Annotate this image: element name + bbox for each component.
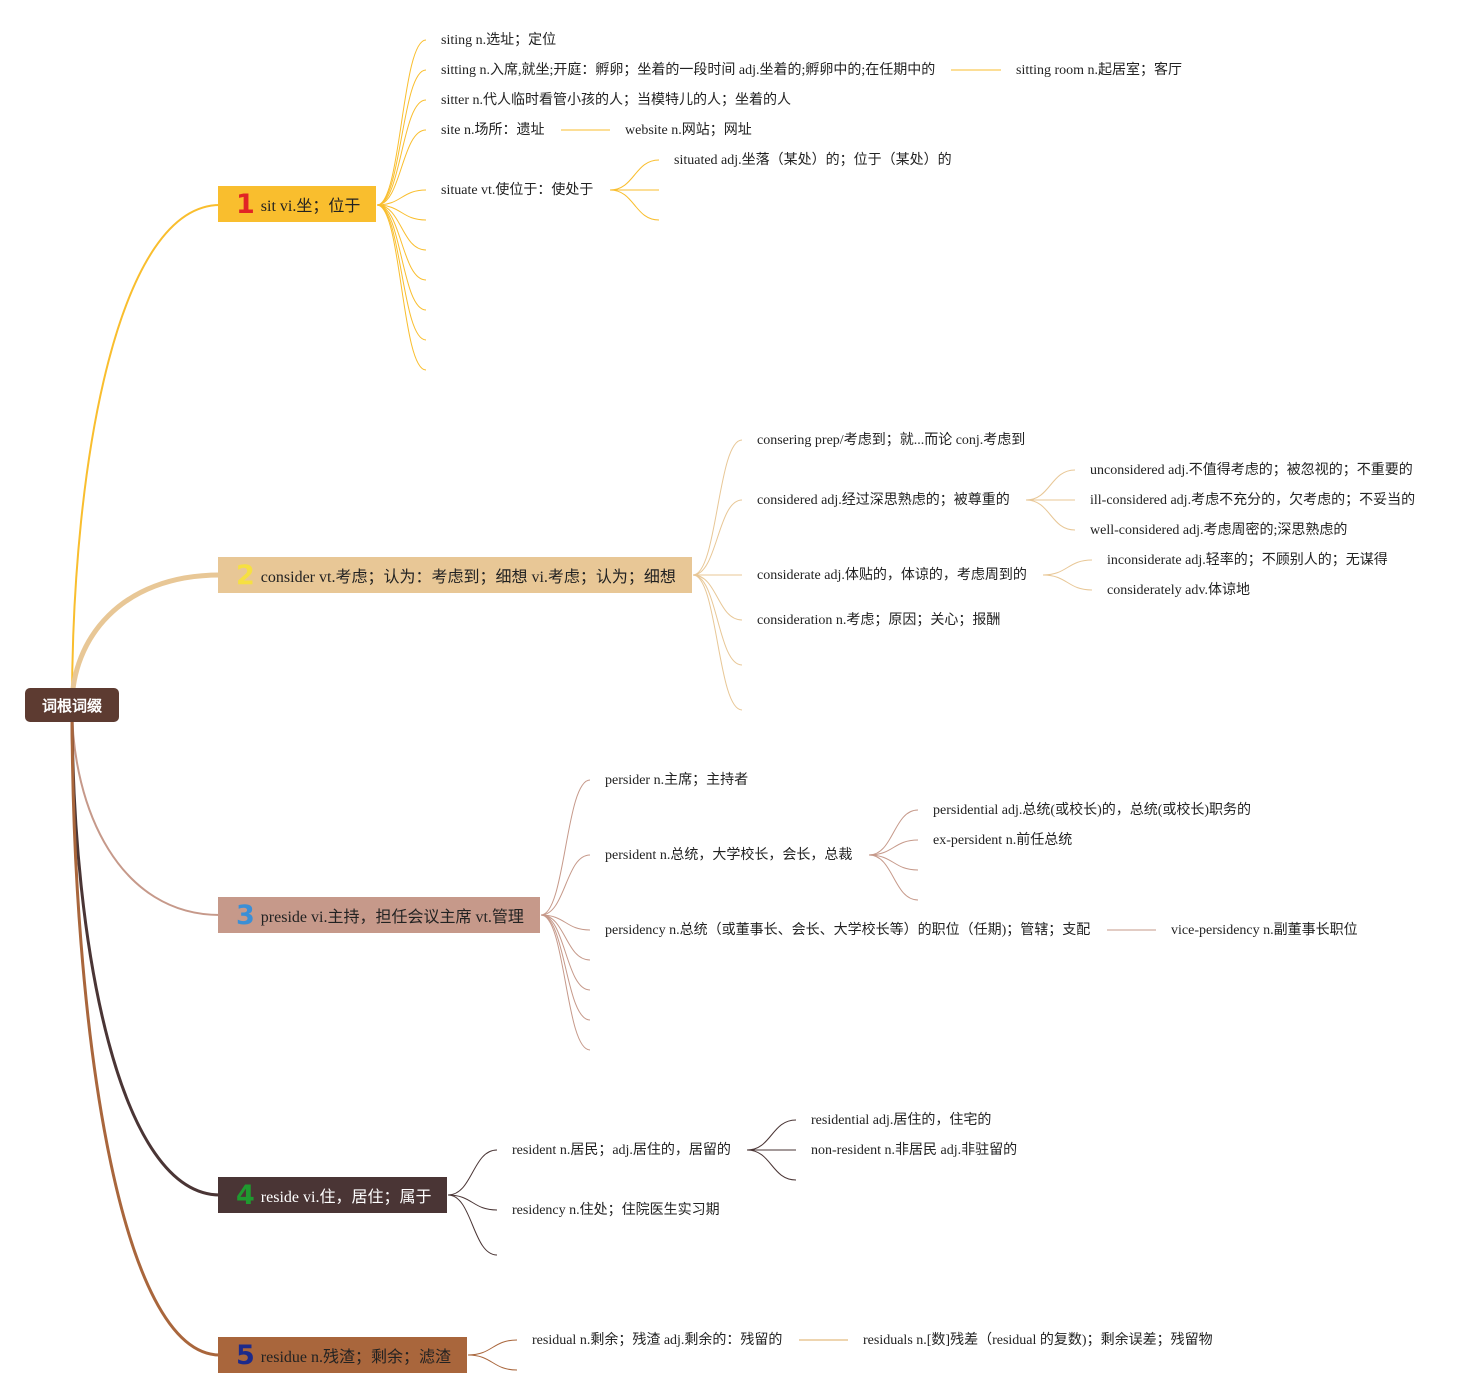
link-considered-2 [1025, 499, 1076, 531]
branch-label: reside vi.住，居住；属于 [260, 1189, 432, 1206]
node-considerate[interactable]: considerate adj.体贴的，体谅的，考虑周到的 [757, 568, 1027, 583]
node-resident[interactable]: resident n.居民；adj.居住的，居留的 [512, 1143, 731, 1158]
branch-preside[interactable]: 3 preside vi.主持，担任会议主席 vt.管理 [218, 897, 540, 933]
link-sit-3 [376, 129, 427, 206]
branch-residue[interactable]: 5 residue n.残渣；剩余；滤渣 [218, 1337, 467, 1373]
branch-number-2: 2 [236, 559, 255, 591]
link-sit-8 [376, 204, 427, 311]
node-considered[interactable]: considered adj.经过深思熟虑的；被尊重的 [757, 493, 1010, 508]
link-sit-4 [376, 189, 427, 206]
node-website[interactable]: website n.网站；网址 [625, 123, 752, 138]
branch-number-1: 1 [236, 188, 255, 220]
node-vice-persidency[interactable]: vice-persidency n.副董事长职位 [1171, 923, 1358, 938]
link-sit-0 [376, 39, 427, 206]
node-consering[interactable]: consering prep/考虑到；就...而论 conj.考虑到 [757, 433, 1026, 448]
node-residuals[interactable]: residuals n.[数]残差（residual 的复数)；剩余误差；残留物 [863, 1333, 1213, 1348]
link-preside-4 [540, 914, 591, 991]
link-sit-2 [376, 99, 427, 206]
node-considerately[interactable]: considerately adv.体谅地 [1107, 583, 1250, 598]
branch-number-5: 5 [236, 1339, 255, 1371]
link-consider-1 [692, 499, 743, 576]
link-considerate-1 [1042, 574, 1093, 591]
branch-label: residue n.残渣；剩余；滤渣 [260, 1349, 452, 1366]
link-sit-1 [376, 69, 427, 206]
root-link-consider [69, 572, 221, 706]
branch-reside[interactable]: 4 reside vi.住，居住；属于 [218, 1177, 447, 1213]
branch-label: consider vt.考虑；认为：考虑到；细想 vi.考虑；认为；细想 [260, 569, 676, 586]
link-residue-0 [467, 1339, 518, 1356]
node-ill-considered[interactable]: ill-considered adj.考虑不充分的，欠考虑的；不妥当的 [1090, 493, 1416, 508]
link-preside-0 [540, 779, 591, 916]
link-consider-0 [692, 439, 743, 576]
branch-label: sit vi.坐；位于 [260, 198, 361, 215]
link-sit-7 [376, 204, 427, 281]
root-label: 词根词缀 [41, 696, 102, 715]
link-resident-2 [746, 1149, 797, 1181]
node-persident[interactable]: persident n.总统，大学校长，会长，总裁 [605, 848, 853, 863]
link-persident-0 [868, 809, 919, 856]
link-situate-0 [609, 159, 660, 191]
link-consider-4 [692, 574, 743, 666]
root-link-reside [70, 704, 221, 1197]
node-persider[interactable]: persider n.主席；主持者 [605, 773, 749, 788]
link-considered-0 [1025, 469, 1076, 501]
root-link-residue [70, 704, 221, 1357]
branch-sit[interactable]: 1 sit vi.坐；位于 [218, 186, 376, 222]
link-consider-5 [692, 574, 743, 711]
node-sitting[interactable]: sitting n.入席,就坐;开庭：孵卵；坐着的一段时间 adj.坐着的;孵卵… [441, 63, 936, 78]
link-residue-1 [467, 1354, 518, 1371]
node-residency[interactable]: residency n.住处；住院医生实习期 [512, 1203, 720, 1218]
link-persident-1 [868, 839, 919, 856]
node-sitting-room[interactable]: sitting room n.起居室；客厅 [1016, 63, 1183, 78]
link-preside-6 [540, 914, 591, 1051]
node-residual[interactable]: residual n.剩余；残渣 adj.剩余的：残留的 [532, 1333, 783, 1348]
node-residential[interactable]: residential adj.居住的，住宅的 [811, 1113, 992, 1128]
branch-number-4: 4 [236, 1179, 255, 1211]
node-unconsidered[interactable]: unconsidered adj.不值得考虑的；被忽视的；不重要的 [1090, 463, 1413, 478]
link-consider-3 [692, 574, 743, 621]
node-persidency[interactable]: persidency n.总统（或董事长、会长、大学校长等）的职位（任期)；管辖… [605, 923, 1091, 938]
link-reside-0 [447, 1149, 498, 1196]
link-situate-2 [609, 189, 660, 221]
link-persident-2 [868, 854, 919, 871]
link-reside-2 [447, 1194, 498, 1256]
node-situated[interactable]: situated adj.坐落（某处）的；位于（某处）的 [674, 153, 952, 168]
link-preside-1 [540, 854, 591, 916]
node-sitter[interactable]: sitter n.代人临时看管小孩的人；当模特儿的人；坐着的人 [441, 93, 791, 108]
link-considerate-0 [1042, 559, 1093, 576]
link-preside-3 [540, 914, 591, 961]
branch-consider[interactable]: 2 consider vt.考虑；认为：考虑到；细想 vi.考虑；认为；细想 [218, 557, 692, 593]
branch-label: preside vi.主持，担任会议主席 vt.管理 [260, 909, 524, 926]
root-node[interactable]: 词根词缀 [25, 688, 119, 722]
node-non-resident[interactable]: non-resident n.非居民 adj.非驻留的 [811, 1143, 1018, 1158]
link-sit-10 [376, 204, 427, 371]
link-reside-1 [447, 1194, 498, 1211]
link-sit-9 [376, 204, 427, 341]
root-link-sit [71, 204, 221, 706]
node-inconsiderate[interactable]: inconsiderate adj.轻率的；不顾别人的；无谋得 [1107, 553, 1388, 568]
link-sit-6 [376, 204, 427, 251]
node-persidential[interactable]: persidential adj.总统(或校长)的，总统(或校长)职务的 [933, 803, 1252, 818]
node-situate[interactable]: situate vt.使位于：使处于 [441, 183, 594, 198]
root-link-preside [71, 704, 221, 916]
node-siting[interactable]: siting n.选址；定位 [441, 33, 557, 48]
link-persident-3 [868, 854, 919, 901]
link-preside-5 [540, 914, 591, 1021]
node-site[interactable]: site n.场所：遗址 [441, 123, 545, 138]
branch-number-3: 3 [236, 899, 255, 931]
node-ex-persident[interactable]: ex-persident n.前任总统 [933, 833, 1073, 848]
link-resident-0 [746, 1119, 797, 1151]
node-well-considered[interactable]: well-considered adj.考虑周密的;深思熟虑的 [1090, 523, 1348, 538]
node-consideration[interactable]: consideration n.考虑；原因；关心；报酬 [757, 613, 1001, 628]
